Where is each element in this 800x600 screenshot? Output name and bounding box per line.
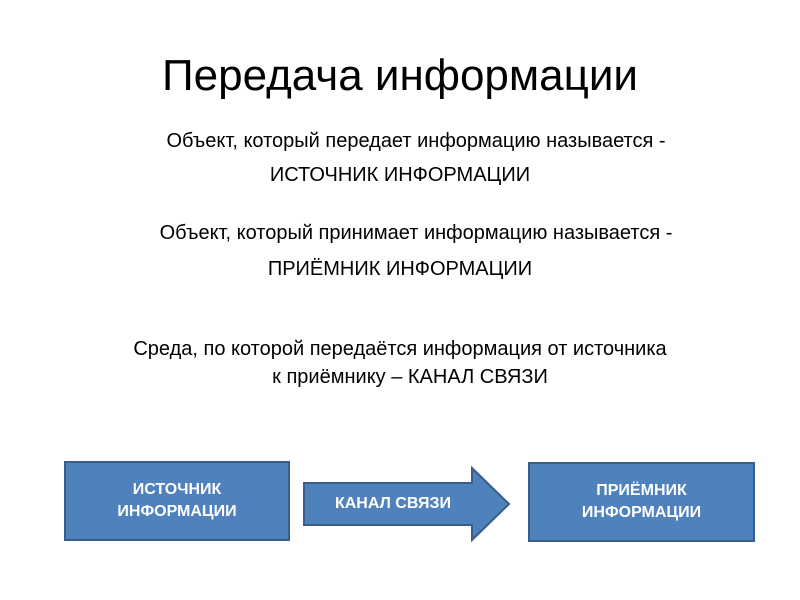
receiver-box-line1: ПРИЁМНИК bbox=[596, 482, 687, 499]
receiver-box-line2: ИНФОРМАЦИИ bbox=[581, 504, 702, 521]
receiver-definition-line1: Объект, который принимает информацию наз… bbox=[159, 222, 673, 244]
receiver-definition-line2: ПРИЁМНИК ИНФОРМАЦИИ bbox=[267, 258, 533, 280]
source-box-line2: ИНФОРМАЦИИ bbox=[117, 503, 237, 520]
source-box: ИСТОЧНИК ИНФОРМАЦИИ bbox=[64, 461, 290, 541]
channel-arrow-label: КАНАЛ СВЯЗИ bbox=[334, 495, 452, 512]
source-box-line1: ИСТОЧНИК bbox=[132, 481, 222, 498]
receiver-box: ПРИЁМНИК ИНФОРМАЦИИ bbox=[528, 462, 755, 542]
channel-arrow-shape bbox=[303, 466, 511, 542]
source-definition-line1: Объект, который передает информацию назы… bbox=[166, 130, 666, 152]
channel-definition-line2: к приёмнику – КАНАЛ СВЯЗИ bbox=[272, 366, 548, 388]
slide-title: Передача информации bbox=[162, 51, 638, 100]
channel-arrow: КАНАЛ СВЯЗИ bbox=[302, 466, 512, 542]
source-definition-line2: ИСТОЧНИК ИНФОРМАЦИИ bbox=[269, 164, 531, 186]
channel-definition-line1: Среда, по которой передаётся информация … bbox=[133, 338, 667, 360]
